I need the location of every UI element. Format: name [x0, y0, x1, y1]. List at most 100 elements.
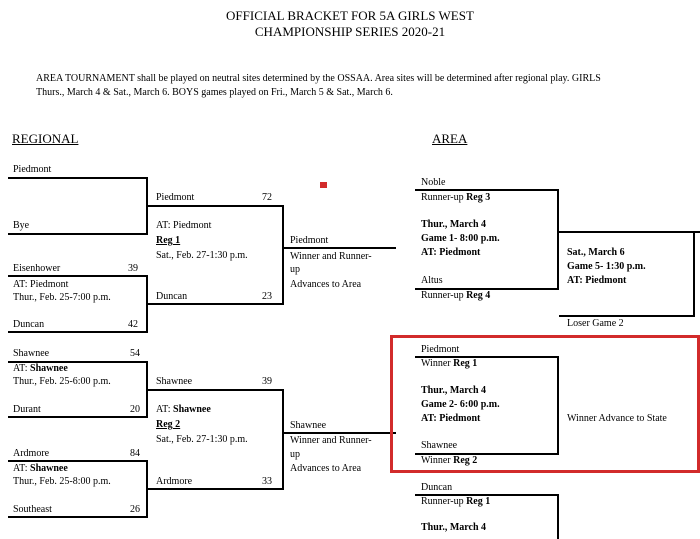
area-heading: AREA: [432, 131, 468, 146]
regional-winner: Piedmont: [290, 235, 329, 246]
intro-line1: AREA TOURNAMENT shall be played on neutr…: [36, 73, 601, 84]
game-site: AT: Piedmont: [421, 413, 481, 424]
score: 42: [128, 319, 138, 330]
game-number: Game 5- 1:30 p.m.: [567, 261, 646, 272]
game-site: AT: Piedmont: [567, 275, 627, 286]
score: 54: [130, 348, 140, 359]
seed-label: Runner-up Reg 4: [421, 290, 491, 301]
score: 84: [130, 448, 140, 459]
bracket-line: [415, 356, 559, 358]
game-date: Thur., March 4: [421, 522, 487, 533]
red-marker-dot: [320, 182, 327, 188]
bracket-line: [8, 416, 148, 418]
regional-label: Reg 1: [156, 235, 181, 246]
bracket-line: [282, 389, 284, 490]
advance-note: Advances to Area: [290, 463, 362, 474]
team-ardmore: Ardmore: [13, 448, 50, 459]
intro-line2: Thurs., March 4 & Sat., March 6. BOYS ga…: [36, 87, 393, 98]
bracket-line: [284, 247, 396, 249]
bracket-line: [415, 453, 559, 455]
game-site: AT: Piedmont: [156, 220, 212, 231]
game-date: Thur., Feb. 25-7:00 p.m.: [13, 292, 111, 303]
bracket-line: [559, 315, 695, 317]
game-date: Thur., Feb. 25-8:00 p.m.: [13, 476, 111, 487]
game-number: Game 2- 6:00 p.m.: [421, 399, 500, 410]
game-date: Sat., March 6: [567, 247, 625, 258]
bracket-line: [415, 494, 559, 496]
bracket-line: [8, 516, 148, 518]
team-ardmore: Ardmore: [156, 476, 193, 487]
bracket-line: [557, 356, 559, 455]
bracket-line: [284, 432, 396, 434]
bracket-line: [146, 177, 148, 235]
team-eisenhower: Eisenhower: [13, 263, 61, 274]
bracket-line: [557, 494, 559, 539]
team-piedmont: Piedmont: [13, 164, 52, 175]
bracket-line: [8, 361, 148, 363]
team-duncan: Duncan: [13, 319, 45, 330]
bracket-line: [557, 189, 559, 290]
seed-label: Runner-up Reg 1: [421, 496, 491, 507]
bracket-line: [415, 288, 559, 290]
bracket-line: [148, 303, 284, 305]
advance-note: up: [290, 264, 300, 275]
bracket-line: [8, 233, 148, 235]
advance-note: Advances to Area: [290, 279, 362, 290]
game-site: AT: Shawnee: [156, 404, 211, 415]
highlight-box: [390, 335, 700, 473]
score: 39: [262, 376, 272, 387]
game-date: Thur., March 4: [421, 385, 487, 396]
team-noble: Noble: [421, 177, 446, 188]
score: 26: [130, 504, 140, 515]
team-durant: Durant: [13, 404, 41, 415]
bracket-line: [148, 488, 284, 490]
team-piedmont: Piedmont: [156, 192, 195, 203]
bracket-title-line2: CHAMPIONSHIP SERIES 2020-21: [254, 24, 446, 39]
team-duncan: Duncan: [421, 482, 453, 493]
bracket-line: [8, 331, 148, 333]
game-number: Game 1- 8:00 p.m.: [421, 233, 500, 244]
team-southeast: Southeast: [13, 504, 52, 515]
advance-note: Winner and Runner-: [290, 251, 372, 262]
team-bye: Bye: [13, 220, 30, 231]
game-site: AT: Shawnee: [13, 363, 68, 374]
game-site: AT: Piedmont: [13, 279, 69, 290]
game-date: Sat., Feb. 27-1:30 p.m.: [156, 250, 248, 261]
score: 33: [262, 476, 272, 487]
game-date: Thur., Feb. 25-6:00 p.m.: [13, 376, 111, 387]
regional-heading: REGIONAL: [12, 131, 79, 146]
regional-label: Reg 2: [156, 419, 181, 430]
score: 20: [130, 404, 140, 415]
score: 39: [128, 263, 138, 274]
regional-winner: Shawnee: [290, 420, 327, 431]
bracket-line: [559, 231, 700, 233]
team-shawnee: Shawnee: [421, 440, 458, 451]
bracket-line: [693, 231, 695, 315]
team-altus: Altus: [421, 275, 443, 286]
loser-label: Loser Game 2: [567, 318, 624, 329]
team-duncan: Duncan: [156, 291, 188, 302]
team-shawnee: Shawnee: [156, 376, 193, 387]
score: 23: [262, 291, 272, 302]
bracket-line: [148, 205, 284, 207]
bracket-line: [146, 361, 148, 418]
bracket-title-line1: OFFICIAL BRACKET FOR 5A GIRLS WEST: [226, 8, 474, 23]
game-site: AT: Shawnee: [13, 463, 68, 474]
game-date: Thur., March 4: [421, 219, 487, 230]
advance-to-state: Winner Advance to State: [567, 413, 667, 424]
score: 72: [262, 192, 272, 203]
bracket-line: [415, 189, 559, 191]
advance-note: up: [290, 449, 300, 460]
bracket-line: [8, 460, 148, 462]
seed-label: Winner Reg 1: [421, 358, 478, 369]
bracket-line: [148, 389, 284, 391]
seed-label: Winner Reg 2: [421, 455, 478, 466]
team-shawnee: Shawnee: [13, 348, 50, 359]
game-site: AT: Piedmont: [421, 247, 481, 258]
bracket-line: [282, 205, 284, 305]
bracket-line: [146, 460, 148, 518]
bracket-line: [8, 275, 148, 277]
seed-label: Runner-up Reg 3: [421, 192, 491, 203]
game-date: Sat., Feb. 27-1:30 p.m.: [156, 434, 248, 445]
team-piedmont: Piedmont: [421, 344, 460, 355]
